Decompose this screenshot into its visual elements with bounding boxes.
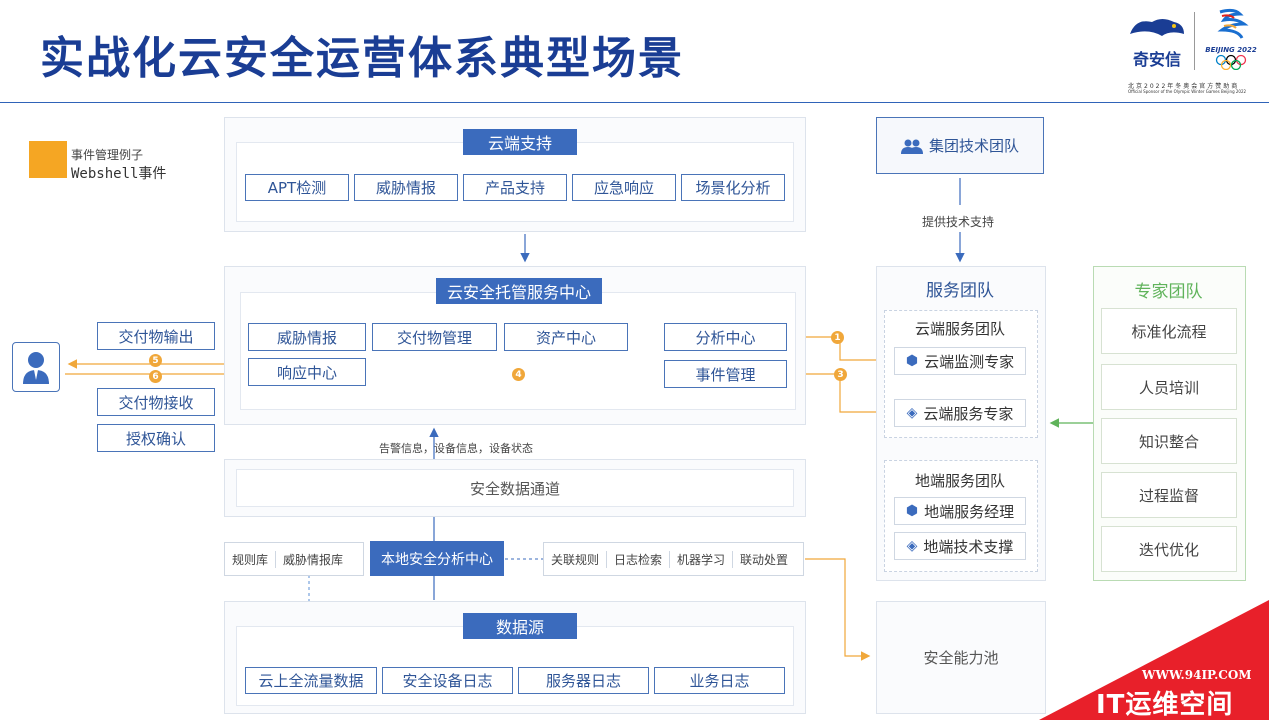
group-tech-team-label: 集团技术团队 (928, 137, 1019, 155)
hex-icon: ⬢ (905, 503, 919, 519)
watermark-corner (1039, 600, 1269, 720)
expert-supervision[interactable]: 过程监督 (1101, 472, 1237, 518)
threat-intel-db[interactable]: 威胁情报库 (283, 552, 344, 567)
brand-name: 奇安信 (1132, 50, 1181, 69)
step-badge-5: 5 (149, 354, 162, 367)
tech-support-label: 提供技术支持 (922, 215, 995, 229)
cube-icon: ◈ (906, 405, 918, 421)
rules-bar: 规则库 威胁情报库 (224, 542, 364, 576)
cloud-support-threat-intel[interactable]: 威胁情报 (354, 174, 458, 201)
cloud-support-header: 云端支持 (463, 129, 577, 155)
expert-training[interactable]: 人员培训 (1101, 364, 1237, 410)
log-search[interactable]: 日志检索 (607, 550, 671, 568)
data-channel: 安全数据通道 (236, 469, 794, 507)
local-team-label: 地端服务团队 (914, 472, 1005, 490)
expert-iteration[interactable]: 迭代优化 (1101, 526, 1237, 572)
service-team-title: 服务团队 (926, 281, 994, 301)
tiger-icon (1130, 19, 1184, 36)
rules-db[interactable]: 规则库 (225, 550, 277, 568)
qianxin-logo: 奇安信 (1126, 14, 1188, 69)
page-title: 实战化云安全运营体系典型场景 (40, 33, 684, 84)
capability-pool[interactable]: 安全能力池 (876, 601, 1046, 714)
cloud-support-apt[interactable]: APT检测 (245, 174, 349, 201)
hex-icon: ⬢ (905, 353, 919, 369)
source-business-log[interactable]: 业务日志 (654, 667, 785, 694)
local-support-label: 地端技术支撑 (923, 537, 1014, 556)
deliverable-output[interactable]: 交付物输出 (97, 322, 215, 350)
alert-info-label: 告警信息，设备信息，设备状态 (379, 442, 533, 455)
user-icon (23, 352, 49, 384)
legend-swatch (29, 141, 67, 178)
center-response[interactable]: 响应中心 (248, 358, 366, 386)
center-deliverable-mgmt[interactable]: 交付物管理 (372, 323, 497, 351)
step-badge-1: 1 (831, 331, 844, 344)
step-badge-3: 3 (834, 368, 847, 381)
managed-center-header: 云安全托管服务中心 (436, 278, 602, 304)
user-avatar[interactable] (12, 342, 60, 392)
cloud-support-emergency[interactable]: 应急响应 (572, 174, 676, 201)
step-badge-4: 4 (512, 368, 525, 381)
expert-team-title: 专家团队 (1134, 282, 1203, 302)
logo-divider (1194, 12, 1195, 70)
team-icon (900, 139, 923, 154)
center-asset[interactable]: 资产中心 (504, 323, 628, 351)
analysis-bar: 关联规则 日志检索 机器学习 联动处置 (543, 542, 804, 576)
local-service-manager[interactable]: ⬢ 地端服务经理 (894, 497, 1026, 525)
machine-learning[interactable]: 机器学习 (670, 550, 734, 568)
legend-line1: 事件管理例子 (71, 148, 144, 162)
title-divider (0, 102, 1269, 103)
watermark-url: WWW.94IP.COM (1142, 668, 1252, 682)
local-analysis-center[interactable]: 本地安全分析中心 (370, 541, 504, 576)
source-device-log[interactable]: 安全设备日志 (382, 667, 513, 694)
olympic-label: BEIJING 2022 (1205, 46, 1257, 54)
deliverable-receive[interactable]: 交付物接收 (97, 388, 215, 416)
cloud-monitor-expert[interactable]: ⬢ 云端监测专家 (894, 347, 1026, 375)
expert-knowledge[interactable]: 知识整合 (1101, 418, 1237, 464)
olympic-rings-icon (1215, 54, 1247, 71)
cube-icon: ◈ (906, 538, 918, 554)
source-server-log[interactable]: 服务器日志 (518, 667, 649, 694)
center-threat-intel[interactable]: 威胁情报 (248, 323, 366, 351)
cloud-service-expert[interactable]: ◈ 云端服务专家 (894, 399, 1026, 427)
legend-line2: Webshell事件 (71, 166, 167, 182)
cloud-support-scenario[interactable]: 场景化分析 (681, 174, 785, 201)
local-manager-label: 地端服务经理 (924, 502, 1015, 521)
sponsor-en: Official Sponsor of the Olympic Winter G… (1128, 89, 1247, 94)
cloud-support-product[interactable]: 产品支持 (463, 174, 567, 201)
cloud-team-label: 云端服务团队 (914, 320, 1005, 338)
managed-center-inner (240, 292, 796, 410)
local-tech-support[interactable]: ◈ 地端技术支撑 (894, 532, 1026, 560)
cloud-service-label: 云端服务专家 (923, 404, 1014, 423)
center-event-mgmt[interactable]: 事件管理 (664, 360, 787, 388)
cloud-monitor-label: 云端监测专家 (924, 352, 1015, 371)
linkage-disposal[interactable]: 联动处置 (740, 552, 789, 567)
watermark-name: IT运维空间 (1096, 690, 1234, 720)
sponsor-cn: 北京2022年冬奥会官方赞助商 (1128, 83, 1240, 90)
group-tech-team[interactable]: 集团技术团队 (876, 117, 1044, 174)
data-source-header: 数据源 (463, 613, 577, 639)
source-cloud-traffic[interactable]: 云上全流量数据 (245, 667, 377, 694)
olympic-logo: BEIJING 2022 (1200, 6, 1262, 72)
center-analysis[interactable]: 分析中心 (664, 323, 787, 351)
step-badge-6: 6 (149, 370, 162, 383)
expert-standard-process[interactable]: 标准化流程 (1101, 308, 1237, 354)
beijing-emblem-icon (1217, 8, 1249, 39)
authorization-confirm[interactable]: 授权确认 (97, 424, 215, 452)
correlation-rules[interactable]: 关联规则 (544, 550, 608, 568)
